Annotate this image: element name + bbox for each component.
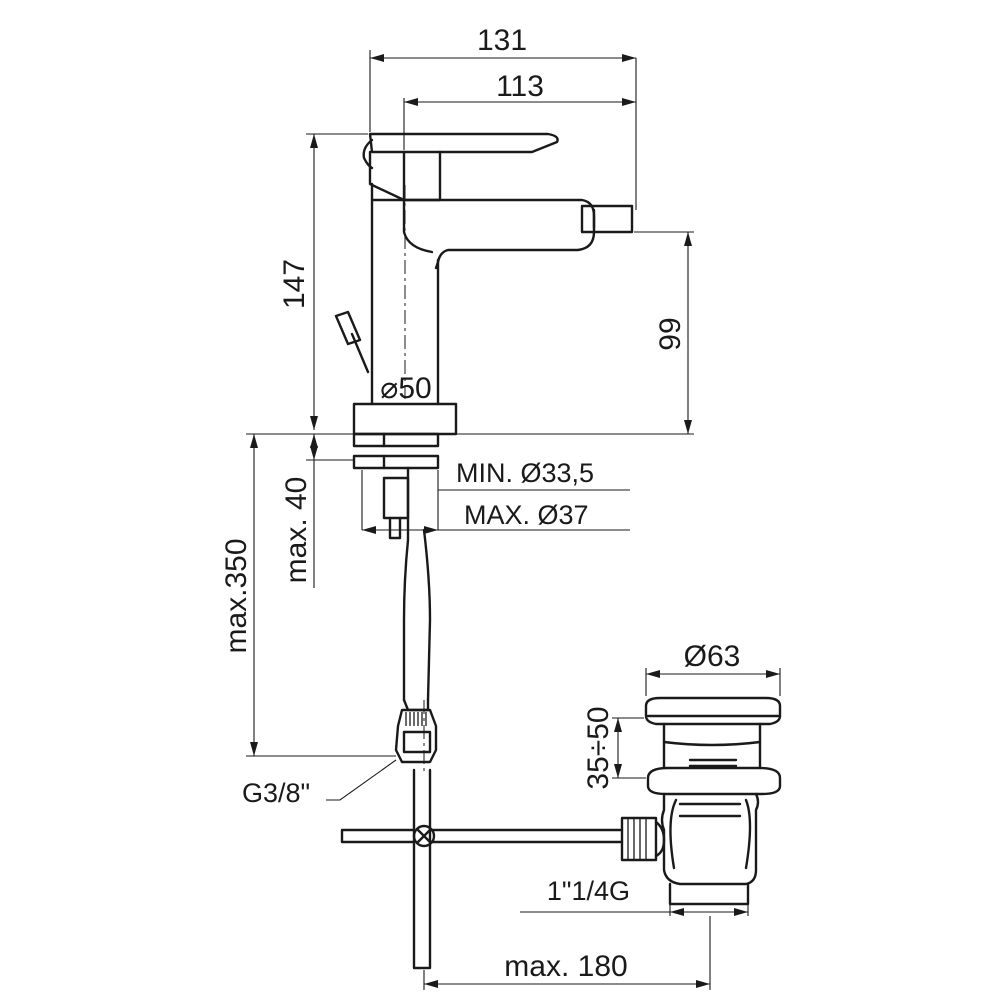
hose-nut bbox=[394, 708, 438, 764]
waste-cap bbox=[644, 696, 782, 726]
dim-hose-length: max.350 bbox=[220, 538, 253, 653]
dim-waste-height: 35÷50 bbox=[582, 706, 615, 789]
waste-connector bbox=[620, 816, 658, 862]
nozzle bbox=[580, 204, 634, 234]
fixing-assembly bbox=[352, 432, 440, 764]
dimension-labels: 131 113 147 99 ⌀50 MIN. Ø33,5 MAX. Ø37 m… bbox=[220, 24, 740, 983]
dim-hole-min: MIN. Ø33,5 bbox=[456, 458, 594, 488]
horizontal-rod bbox=[340, 828, 416, 844]
lever-handle bbox=[368, 132, 559, 154]
dim-overall-length: 131 bbox=[477, 24, 527, 57]
dim-rod-length: max. 180 bbox=[504, 950, 627, 983]
spout bbox=[370, 182, 596, 270]
dim-spout-reach: 113 bbox=[496, 70, 544, 103]
dim-waste-diameter: Ø63 bbox=[684, 640, 741, 673]
center-lines bbox=[404, 185, 425, 775]
dimension-lines bbox=[246, 50, 781, 990]
base-flange bbox=[352, 402, 458, 436]
popup-rod bbox=[350, 332, 370, 374]
waste-valve bbox=[620, 696, 782, 906]
dim-waste-thread: 1"1/4G bbox=[547, 876, 630, 906]
dim-hose-connection: G3/8" bbox=[242, 778, 310, 808]
dim-outlet-height: 99 bbox=[654, 317, 687, 350]
dim-deck-thickness: max. 40 bbox=[280, 477, 313, 584]
dim-base-diameter: ⌀50 bbox=[380, 372, 431, 405]
drain-linkage bbox=[340, 768, 624, 970]
flexible-hose bbox=[402, 466, 432, 702]
dim-overall-height: 147 bbox=[278, 259, 311, 309]
dim-hole-max: MAX. Ø37 bbox=[464, 500, 589, 530]
